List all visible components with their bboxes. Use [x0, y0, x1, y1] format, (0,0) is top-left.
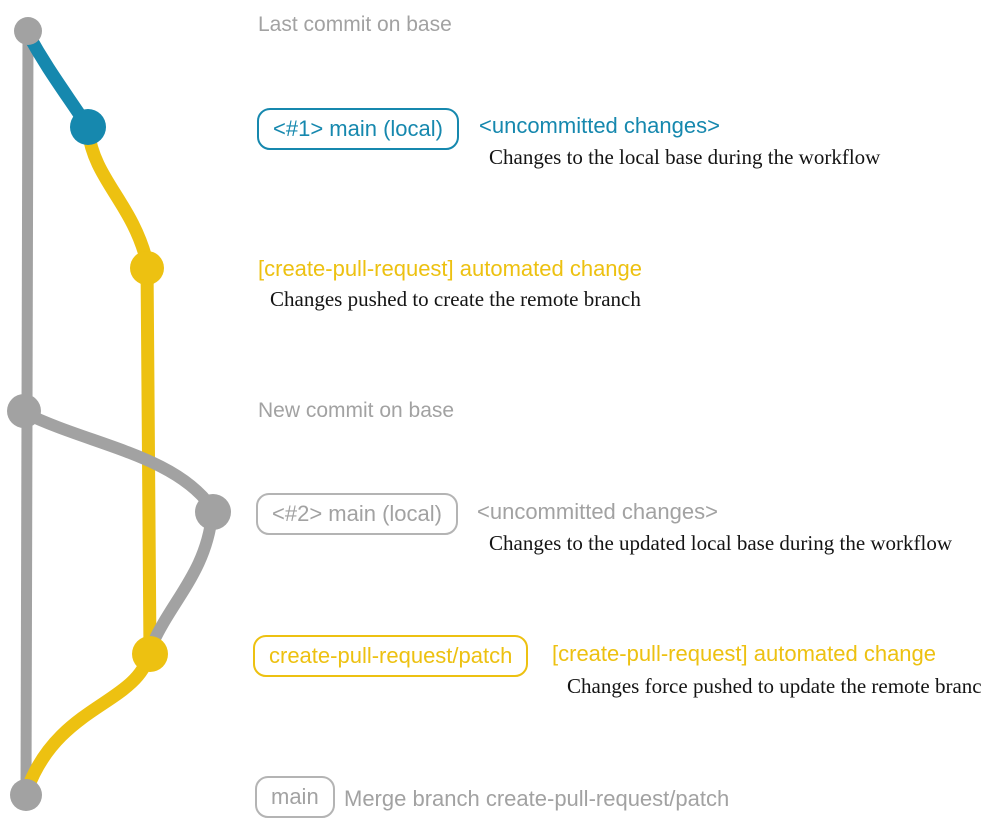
commit-node-automated-change-2: [132, 636, 168, 672]
local-main-branch-2-merge-line: [146, 509, 218, 651]
branch-badge-main-local-2: <#2> main (local): [256, 493, 458, 535]
last-commit-on-base-label: Last commit on base: [258, 13, 452, 36]
merge-commit-label: Merge branch create-pull-request/patch: [344, 786, 730, 811]
local-base-changes-description-1: Changes to the local base during the wor…: [489, 145, 881, 169]
force-push-description: Changes force pushed to update the remot…: [567, 674, 981, 698]
patch-branch-merge-line: [20, 648, 156, 797]
automated-change-commit-label-2: [create-pull-request] automated change: [552, 641, 937, 666]
uncommitted-changes-note-2: <uncommitted changes>: [477, 499, 718, 524]
branch-badge-main: main: [255, 776, 335, 818]
automated-change-commit-label-1: [create-pull-request] automated change: [258, 256, 643, 281]
patch-branch-line-upper: [81, 123, 154, 269]
branch-badge-main-local-1: <#1> main (local): [257, 108, 459, 150]
local-main-branch-2-line: [19, 407, 218, 514]
branch-badge-create-pull-request-patch: create-pull-request/patch: [253, 635, 529, 677]
commit-node-new-base: [7, 394, 41, 428]
commit-graph: [7, 17, 231, 811]
local-base-changes-description-2: Changes to the updated local base during…: [489, 531, 953, 555]
commit-node-main-local-1: [70, 109, 106, 145]
push-create-description: Changes pushed to create the remote bran…: [270, 287, 641, 311]
commit-node-merge: [10, 779, 42, 811]
new-commit-on-base-label: New commit on base: [258, 399, 455, 422]
uncommitted-changes-note-1: <uncommitted changes>: [479, 113, 720, 138]
commit-node-main-local-2: [195, 494, 231, 530]
commit-node-last-base: [14, 17, 42, 45]
commit-node-automated-change-1: [130, 251, 164, 285]
